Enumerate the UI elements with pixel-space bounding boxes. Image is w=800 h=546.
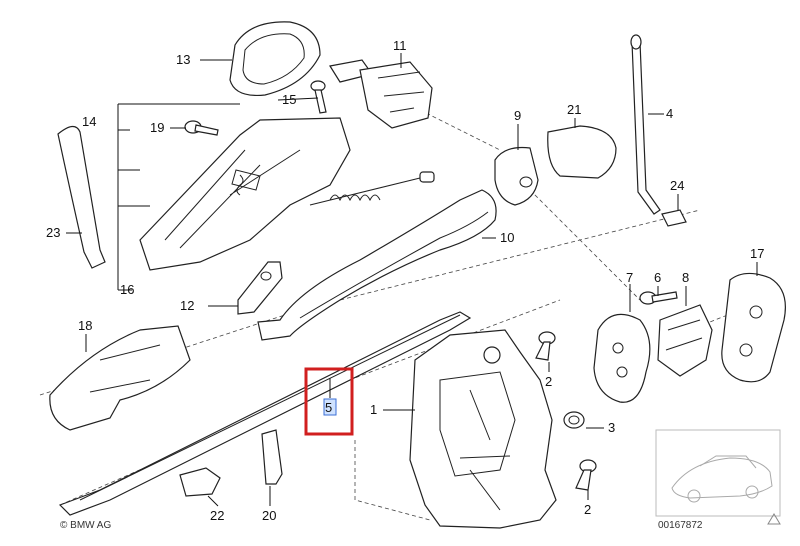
vehicle-thumbnail: 00167872: [655, 429, 781, 531]
callout-14[interactable]: 14: [82, 114, 96, 129]
callout-13[interactable]: 13: [176, 52, 190, 67]
callout-21[interactable]: 21: [567, 102, 581, 117]
callout-labels: 13 11 15 14 19 23 16 12 10 9 21 4 24 17 …: [46, 38, 764, 523]
highlight-label-bg: [323, 398, 337, 416]
callout-8[interactable]: 8: [682, 270, 689, 285]
part-9-cap[interactable]: [494, 146, 539, 206]
callout-3[interactable]: 3: [608, 420, 615, 435]
part-10-outer-door-handle[interactable]: [257, 189, 497, 341]
part-4-rod[interactable]: [630, 34, 661, 215]
part-15-bolt[interactable]: [310, 80, 327, 114]
callout-4[interactable]: 4: [666, 106, 673, 121]
callout-2-upper[interactable]: 2: [545, 374, 552, 389]
callout-11[interactable]: 11: [393, 38, 407, 53]
part-11-lock-cylinder[interactable]: [329, 59, 433, 129]
callout-18[interactable]: 18: [78, 318, 92, 333]
callout-10[interactable]: 10: [500, 230, 514, 245]
leader-lines: [66, 53, 758, 507]
part-5-cable[interactable]: [58, 311, 472, 516]
part-6-screw[interactable]: [639, 291, 678, 305]
callout-19[interactable]: 19: [150, 120, 164, 135]
image-code: 00167872: [658, 520, 703, 531]
part-18-cover[interactable]: [49, 325, 191, 431]
part-20-bracket[interactable]: [261, 429, 283, 485]
part-1-door-lock[interactable]: [409, 329, 557, 529]
part-24-clip[interactable]: [661, 209, 687, 227]
callout-16[interactable]: 16: [120, 282, 134, 297]
callout-5[interactable]: 5: [325, 400, 332, 415]
part-19-bolt[interactable]: [184, 120, 219, 136]
callout-23[interactable]: 23: [46, 225, 60, 240]
part-23-trim-strip[interactable]: [57, 125, 106, 269]
part-22-clip[interactable]: [179, 467, 221, 497]
actuating-rod: [309, 171, 435, 206]
callout-6[interactable]: 6: [654, 270, 661, 285]
callout-22[interactable]: 22: [210, 508, 224, 523]
part-2-bolt-lower[interactable]: [575, 459, 597, 491]
corner-arrow-icon: [767, 513, 781, 525]
part-2-bolt-upper[interactable]: [535, 331, 556, 361]
callout-17[interactable]: 17: [750, 246, 764, 261]
part-8-striker[interactable]: [657, 304, 713, 377]
callout-20[interactable]: 20: [262, 508, 276, 523]
callout-7[interactable]: 7: [626, 270, 633, 285]
callout-2-lower[interactable]: 2: [584, 502, 591, 517]
callout-15[interactable]: 15: [282, 92, 296, 107]
part-21-cap[interactable]: [547, 125, 617, 179]
part-3-grommet[interactable]: [563, 411, 585, 429]
assembly-lines: [39, 109, 741, 521]
part-17-cover-plate[interactable]: [721, 272, 786, 383]
copyright-text: © BMW AG: [60, 520, 111, 531]
part-7-plate[interactable]: [593, 313, 651, 403]
part-14-carrier-bracket[interactable]: [139, 117, 351, 271]
car-outline-icon: [671, 455, 773, 503]
callout-12[interactable]: 12: [180, 298, 194, 313]
highlighted-callout-5[interactable]: 5: [304, 367, 354, 436]
callout-1[interactable]: 1: [370, 402, 377, 417]
part-13-handle-cover[interactable]: [229, 21, 321, 97]
callout-24[interactable]: 24: [670, 178, 684, 193]
highlight-box: [304, 367, 354, 436]
part-12-bracket[interactable]: [237, 261, 283, 315]
callout-9[interactable]: 9: [514, 108, 521, 123]
